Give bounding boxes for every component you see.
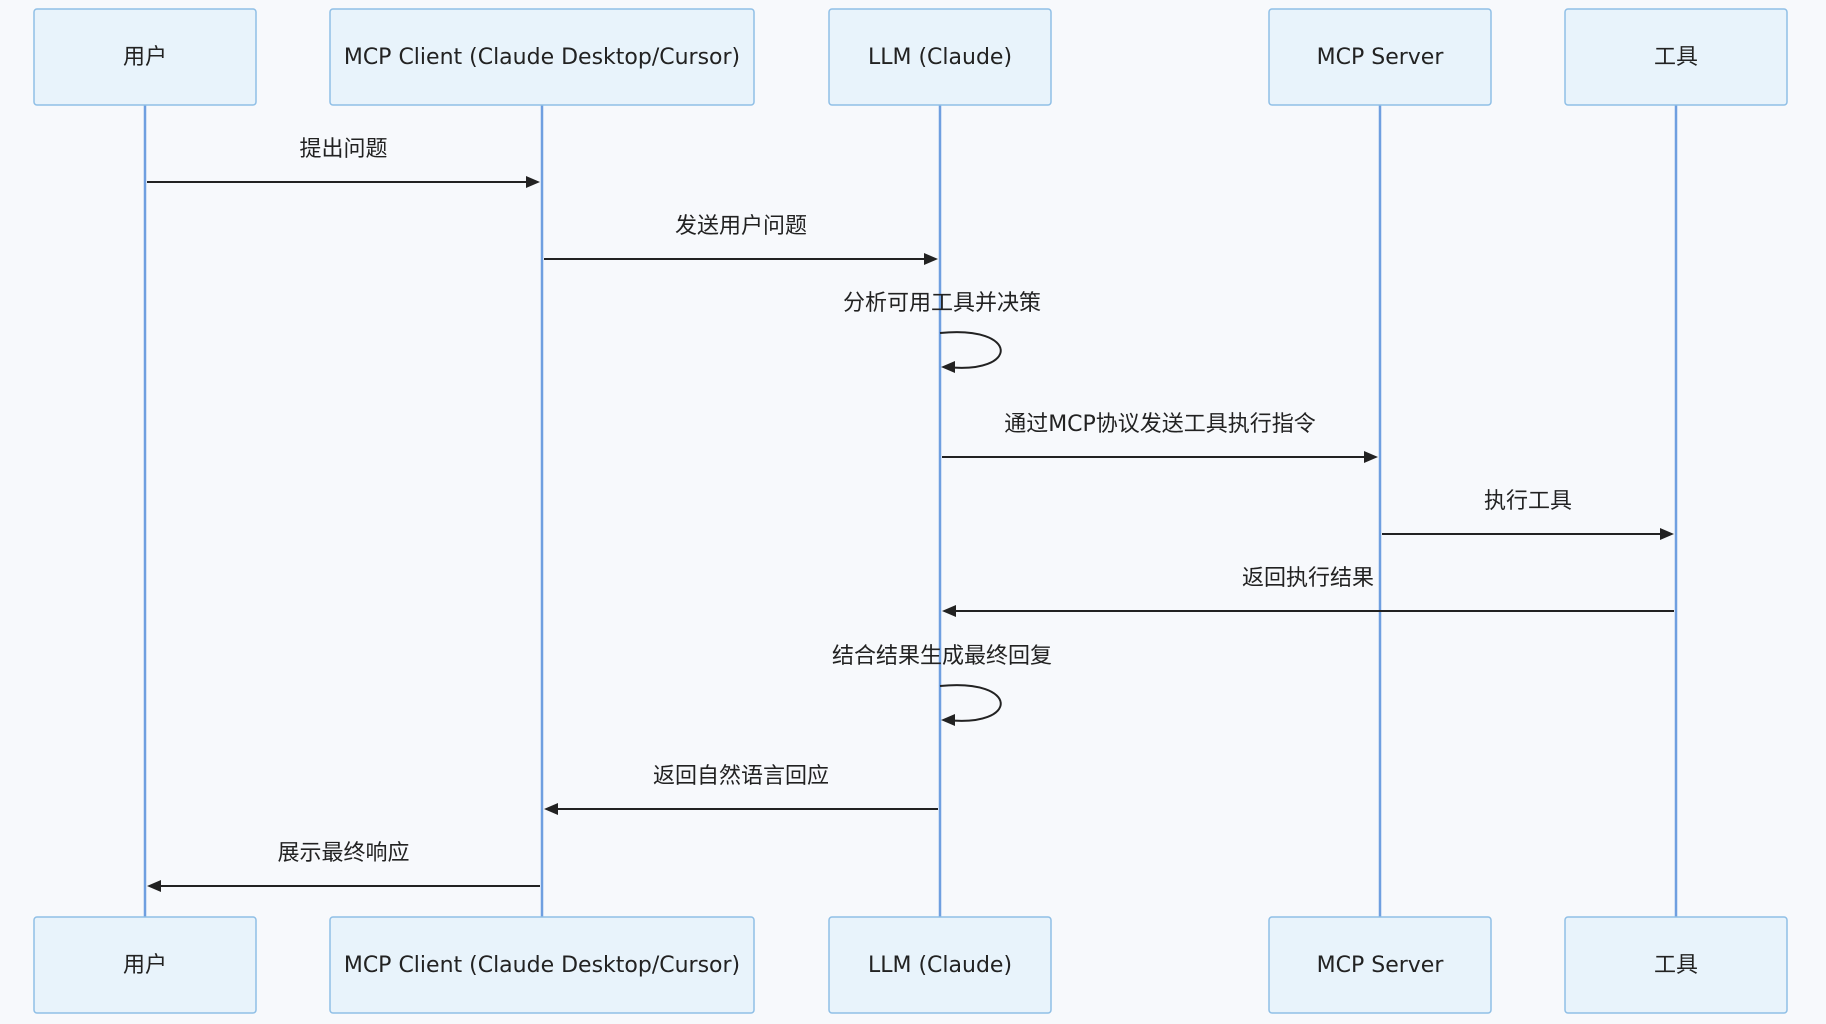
message-8: 返回自然语言回应 — [544, 764, 938, 815]
message-5: 执行工具 — [1382, 489, 1674, 540]
message-3: 分析可用工具并决策 — [843, 291, 1041, 373]
participants-top: 用户 MCP Client (Claude Desktop/Cursor) LLM … — [33, 8, 1788, 106]
message-4: 通过MCP协议发送工具执行指令 — [942, 412, 1378, 463]
message-label: 提出问题 — [299, 137, 387, 162]
participant-label: MCP Server — [1317, 953, 1445, 978]
participant-server-bottom: MCP Server — [1268, 916, 1492, 1014]
participant-server-top: MCP Server — [1268, 8, 1492, 106]
message-label: 返回自然语言回应 — [653, 764, 829, 789]
participant-box — [828, 8, 1052, 106]
message-label: 分析可用工具并决策 — [843, 291, 1041, 316]
message-label: 执行工具 — [1484, 489, 1572, 514]
participant-label: 工具 — [1654, 953, 1698, 978]
participant-label: MCP Client (Claude Desktop/Cursor) — [344, 45, 740, 70]
message-6: 返回执行结果 — [942, 566, 1674, 617]
arrowhead — [1660, 528, 1674, 540]
participant-box — [1268, 916, 1492, 1014]
message-2: 发送用户问题 — [544, 214, 938, 265]
messages: 提出问题发送用户问题分析可用工具并决策通过MCP协议发送工具执行指令执行工具返回… — [147, 137, 1674, 892]
arrowhead — [147, 880, 161, 892]
participant-llm-bottom: LLM (Claude) — [828, 916, 1052, 1014]
arrowhead — [924, 253, 938, 265]
participant-box — [828, 916, 1052, 1014]
participant-box — [329, 8, 755, 106]
participant-box — [1564, 916, 1788, 1014]
self-loop — [939, 684, 1002, 722]
participant-client-top: MCP Client (Claude Desktop/Cursor) — [329, 8, 755, 106]
message-label: 展示最终响应 — [277, 841, 409, 866]
lifelines — [143, 105, 1678, 917]
participant-label: MCP Server — [1317, 45, 1445, 70]
message-label: 结合结果生成最终回复 — [832, 644, 1052, 669]
message-7: 结合结果生成最终回复 — [832, 644, 1052, 726]
participant-box — [1564, 8, 1788, 106]
message-label: 发送用户问题 — [675, 214, 807, 239]
self-loop — [939, 331, 1002, 369]
message-1: 提出问题 — [147, 137, 540, 188]
participants-bottom: 用户 MCP Client (Claude Desktop/Cursor) LLM … — [33, 916, 1788, 1014]
participant-client-bottom: MCP Client (Claude Desktop/Cursor) — [329, 916, 755, 1014]
participant-label: 工具 — [1654, 45, 1698, 70]
arrowhead — [1364, 451, 1378, 463]
participant-label: LLM (Claude) — [868, 953, 1012, 978]
message-9: 展示最终响应 — [147, 841, 540, 892]
participant-box — [329, 916, 755, 1014]
participant-user-top: 用户 — [33, 8, 257, 106]
arrowhead — [942, 605, 956, 617]
arrowhead — [941, 714, 955, 726]
participant-user-bottom: 用户 — [33, 916, 257, 1014]
message-label: 返回执行结果 — [1242, 566, 1374, 591]
participant-box — [1268, 8, 1492, 106]
participant-box — [33, 8, 257, 106]
arrowhead — [544, 803, 558, 815]
participant-label: MCP Client (Claude Desktop/Cursor) — [344, 953, 740, 978]
participant-label: LLM (Claude) — [868, 45, 1012, 70]
arrowhead — [941, 361, 955, 373]
participant-label: 用户 — [123, 953, 167, 978]
participant-tool-bottom: 工具 — [1564, 916, 1788, 1014]
arrowhead — [526, 176, 540, 188]
participant-label: 用户 — [123, 45, 167, 70]
participant-llm-top: LLM (Claude) — [828, 8, 1052, 106]
participant-tool-top: 工具 — [1564, 8, 1788, 106]
participant-box — [33, 916, 257, 1014]
message-label: 通过MCP协议发送工具执行指令 — [1004, 412, 1316, 437]
